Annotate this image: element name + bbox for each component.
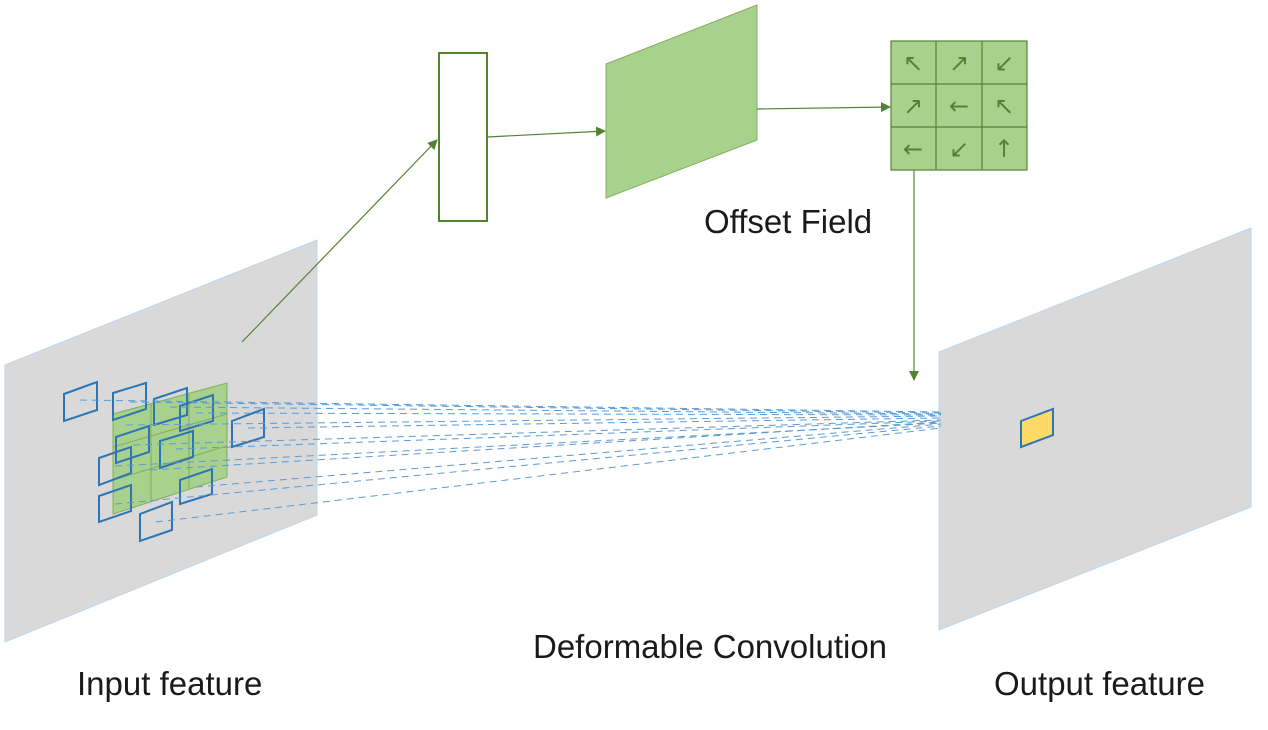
feature-to-offset-arrow: [756, 102, 891, 113]
offset-arrow-icon: ↑: [994, 135, 1014, 163]
sample-cell: [231, 407, 265, 449]
offset-field-label: Offset Field: [704, 203, 873, 240]
sample-cell: [159, 429, 194, 470]
sample-cell: [98, 445, 132, 487]
sample-cell: [179, 393, 214, 433]
sample-cell: [115, 424, 150, 465]
offset-arrow-icon: ↗: [949, 49, 969, 77]
conv-layer-box: [438, 52, 488, 222]
offset-arrow-icon: ↙: [949, 135, 969, 163]
offset-feature-plane: [605, 4, 758, 199]
sample-cell: [98, 483, 132, 524]
offset-arrow-icon: ↖: [994, 92, 1014, 120]
sample-cell: [112, 381, 147, 422]
offset-arrow-icon: ↗: [903, 92, 923, 120]
deformed-sampling-locations: [63, 380, 265, 543]
offset-arrow-icon: ←: [903, 135, 923, 163]
output-feature-label: Output feature: [994, 665, 1205, 702]
deformable-convolution-label: Deformable Convolution: [533, 628, 888, 665]
sample-cell: [153, 386, 188, 427]
projection-lines: [79, 399, 942, 523]
offset-arrow-icon: ↙: [994, 49, 1014, 77]
input-feature-label: Input feature: [77, 665, 263, 702]
conv-to-feature-arrow: [486, 126, 606, 138]
output-cell: [1020, 407, 1054, 449]
output-feature-plane: [938, 227, 1252, 631]
offset-field-grid: ↖ ↗ ↙ ↗ ← ↖ ← ↙ ↑: [890, 40, 1028, 171]
sample-cell: [139, 500, 173, 543]
offset-arrow-icon: ←: [949, 92, 969, 120]
sample-cell: [179, 467, 213, 506]
input-to-conv-arrow: [241, 139, 438, 343]
sample-cell: [63, 380, 98, 423]
offset-arrow-icon: ↖: [903, 49, 923, 77]
